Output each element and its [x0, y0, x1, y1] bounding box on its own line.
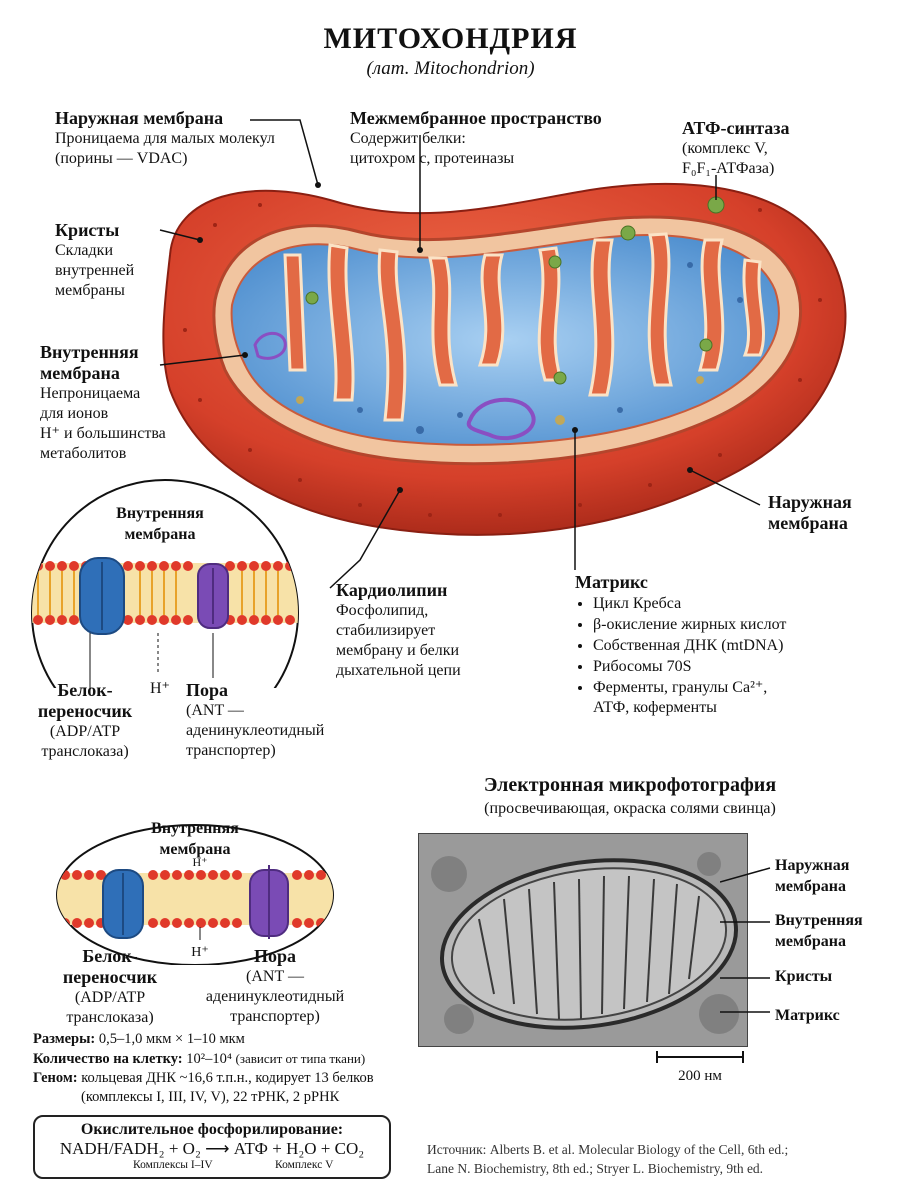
inset1-h-label: H⁺ [150, 680, 170, 697]
matrix-list: Цикл Кребса β-окисление жирных кислот Со… [575, 593, 835, 698]
inset2-pore-label: Пора (ANT — аденинуклеотидный транспорте… [205, 946, 345, 1025]
facts-genome: Геном: кольцевая ДНК ~16,6 т.п.н., кодир… [33, 1070, 374, 1086]
oxphos-note1: Комплексы I–IV [133, 1159, 213, 1171]
lipid-tails [37, 571, 279, 615]
inset2-header: Внутренняя мембрана [151, 820, 239, 858]
inset1-carrier-label: Белок- переносчик (ADP/ATP транслоказа) [37, 680, 133, 760]
matrix-item: Собственная ДНК (mtDNA) [593, 635, 835, 656]
matrix-granules [296, 262, 743, 434]
inset1-pore-label: Пора (ANT — аденинуклеотидный транспорте… [186, 680, 325, 759]
lipid-heads-top [33, 561, 295, 571]
outer-membrane-right-label: Наружная мембрана [768, 492, 852, 533]
inset2-carrier-label: Белок- переносчик (ADP/ATP транслоказа) [62, 946, 158, 1026]
inset2-membrane-diagram [56, 824, 334, 965]
em-inner-label: Внутренняя мембрана [775, 912, 863, 950]
cristae-label: Кристы Складки внутренней мембраны [55, 220, 135, 299]
outer-surface-pits [183, 203, 822, 517]
facts-count: Количество на клетку: 10²–10⁴ (зависит о… [33, 1051, 366, 1067]
leader-lines [159, 119, 761, 589]
oxphos-title: Окислительное фосфорилирование: [80, 1121, 344, 1138]
em-matrix-label: Матрикс [775, 1007, 840, 1024]
oxphos-equation: NADH/FADH₂ + O₂ ⟶ АТФ + H₂O + CO₂ [59, 1139, 365, 1158]
facts-genome-cont: (комплексы I, III, IV, V), 22 тРНК, 2 рР… [81, 1089, 340, 1105]
facts-size: Размеры: 0,5–1,0 мкм × 1–10 мкм [33, 1031, 245, 1047]
outer-membrane-top-label: Наружная мембрана Проницаема для малых м… [55, 108, 275, 167]
mtdna-loop-2 [253, 331, 287, 360]
matrix-item: Рибосомы 70S [593, 656, 835, 677]
matrix-item-continuation: АТФ, коферменты [593, 699, 717, 716]
em-title: Электронная микрофотография [483, 774, 777, 796]
em-micrograph [418, 833, 748, 1047]
page-subtitle: (лат. Mitochondrion) [366, 58, 535, 79]
atp-synthase-particles [305, 196, 725, 385]
mtdna-loop-1 [466, 397, 536, 441]
scale-label: 200 нм [678, 1068, 722, 1084]
em-subtitle: (просвечивающая, окраска солями свинца) [484, 800, 776, 817]
inset2-h-top: H⁺ [192, 855, 208, 869]
inner-membrane-left-label: Внутренняя мембрана Непроницаема для ион… [40, 342, 166, 462]
em-outer-label: Наружная мембрана [775, 857, 850, 895]
inset2-h-bottom: H⁺ [191, 945, 209, 960]
matrix-label: Матрикс Цикл Кребса β-окисление жирных к… [575, 572, 835, 718]
page-title: МИТОХОНДРИЯ [323, 22, 578, 55]
matrix-item: Ферменты, гранулы Ca²⁺, [593, 677, 835, 698]
inset1-membrane-diagram [31, 479, 299, 688]
cardiolipin-label: Кардиолипин Фосфолипид, стабилизирует ме… [336, 580, 461, 679]
matrix-item: Цикл Кребса [593, 593, 835, 614]
em-leader-lines [720, 867, 771, 1013]
scale-bar [656, 1051, 744, 1063]
facts-block: Размеры: 0,5–1,0 мкм × 1–10 мкм Количест… [33, 1030, 413, 1107]
oxphos-box: Окислительное фосфорилирование: NADH/FAD… [33, 1115, 391, 1179]
cristae-folds [283, 232, 765, 422]
matrix-item: β-окисление жирных кислот [593, 614, 835, 635]
lipid-heads-bottom [33, 615, 295, 625]
atp-synthase-label: АТФ-синтаза (комплекс V, F₀F₁-АТФаза) [682, 118, 790, 177]
inset1-header: Внутренняя мембрана [116, 505, 204, 543]
source-citation: Источник: Alberts B. et al. Molecular Bi… [427, 1142, 789, 1176]
mitochondrion-illustration [159, 119, 847, 589]
intermembrane-label: Межмембранное пространство Содержит белк… [350, 108, 602, 167]
oxphos-note2: Комплекс V [275, 1159, 334, 1171]
em-cristae-label: Кристы [775, 968, 833, 985]
